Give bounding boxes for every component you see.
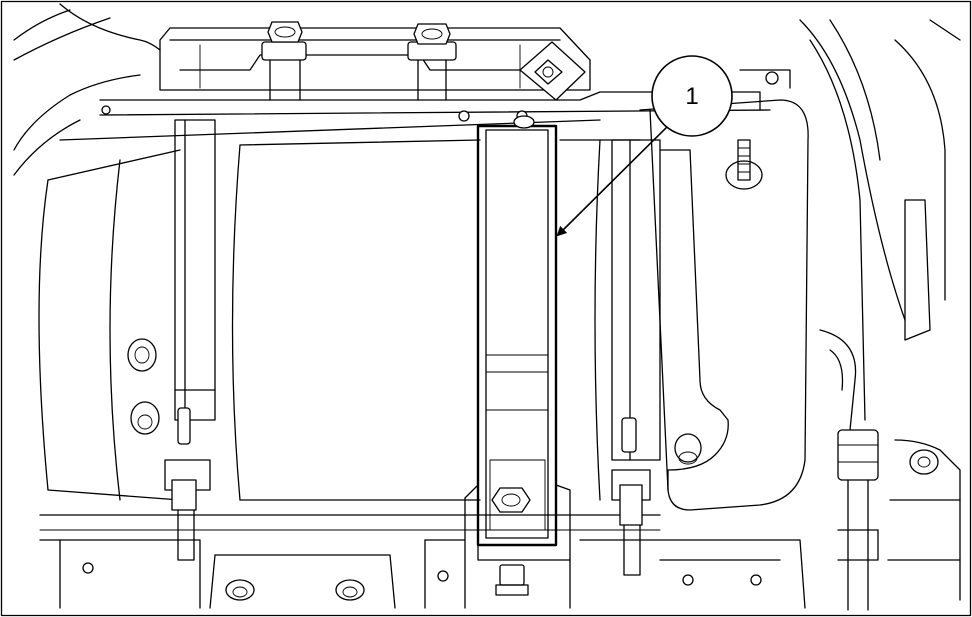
callout-1: 1: [556, 55, 733, 237]
left-canister-nuts: [127, 338, 160, 435]
center-strap-bolt: [491, 487, 531, 513]
far-right-panel: [799, 19, 961, 421]
bracket-bolt-right: [407, 23, 457, 101]
right-housing: [639, 99, 809, 511]
left-strap-band: [164, 119, 216, 561]
canister-body: [38, 139, 661, 531]
background-curves-left: [13, 3, 161, 176]
hose-fitting: [819, 329, 879, 611]
center-strap-mount: [464, 484, 571, 609]
far-right-bracket: [887, 439, 961, 601]
right-housing-nut: [674, 433, 702, 465]
center-strap: [476, 124, 558, 547]
top-strap-bolt: [513, 115, 535, 129]
callout-1-number: 1: [685, 83, 698, 110]
bracket-bolt-left: [261, 21, 307, 101]
right-strap-band: [611, 139, 661, 576]
bottom-nuts: [225, 579, 365, 601]
bottom-frame: [39, 539, 806, 609]
angled-tab-bolt: [519, 41, 586, 101]
top-mounting-bracket: [159, 27, 591, 91]
callout-1-leader-arrow: [556, 121, 673, 237]
right-housing-stud: [725, 139, 763, 190]
callout-1-circle: [651, 55, 733, 137]
corner-bolt: [739, 69, 791, 89]
upper-rail: [59, 91, 771, 141]
